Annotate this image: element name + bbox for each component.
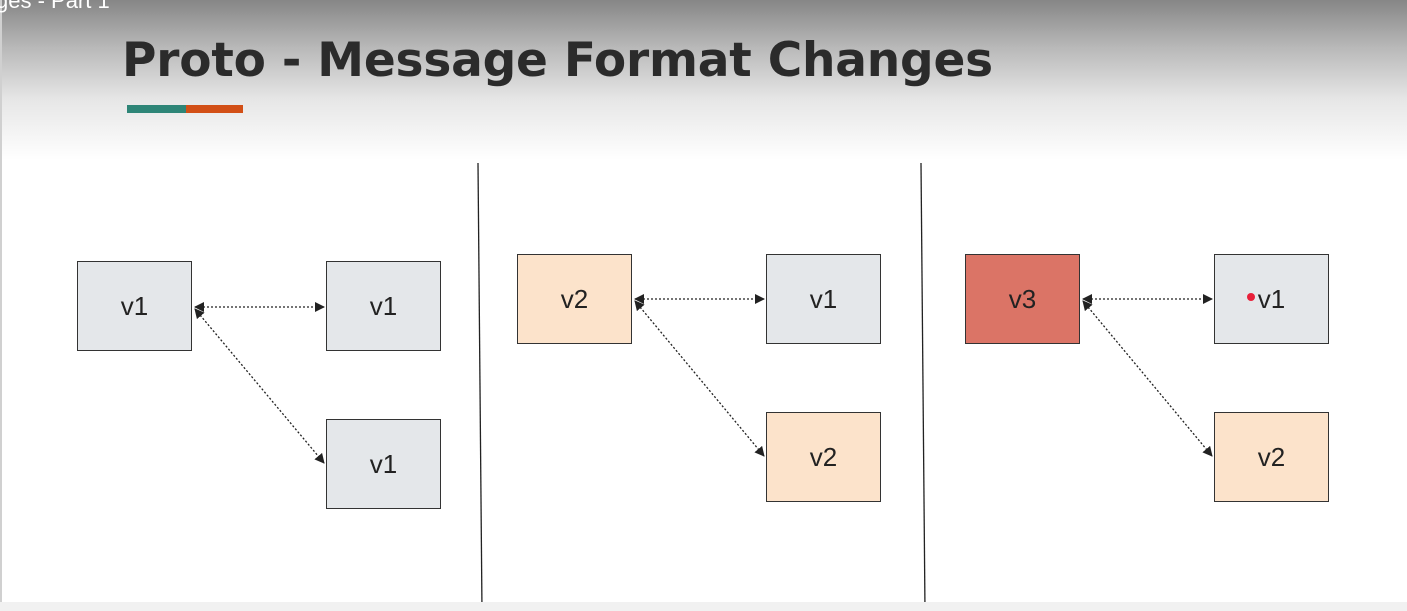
panel-3-target-box-2: v2 — [1214, 412, 1329, 502]
slide-title: Proto - Message Format Changes — [122, 33, 993, 88]
panel-1-source-box: v1 — [77, 261, 192, 351]
panel-divider-2 — [920, 162, 926, 611]
title-accent-bar-orange — [186, 105, 243, 113]
link-p3-diagonal — [1082, 300, 1213, 457]
panel-1-target-box-2: v1 — [326, 419, 441, 509]
panel-2-source-box: v2 — [517, 254, 632, 344]
link-p1-diagonal — [194, 308, 325, 464]
title-accent-bar-teal — [127, 105, 186, 113]
panel-3-target-box-1: v1 — [1214, 254, 1329, 344]
panel-2-target-box-1: v1 — [766, 254, 881, 344]
window-left-edge — [0, 0, 2, 611]
slide-bottom-edge — [0, 602, 1407, 611]
panel-3-source-box: v3 — [965, 254, 1080, 344]
panel-1-target-box-1: v1 — [326, 261, 441, 351]
panel-2-target-box-2: v2 — [766, 412, 881, 502]
panel-divider-1 — [477, 162, 483, 611]
pointer-cursor-dot — [1247, 293, 1255, 301]
link-p2-diagonal — [634, 300, 765, 457]
slide-header-background — [0, 0, 1407, 160]
video-title-cutoff: ges - Part 1 — [0, 0, 110, 13]
